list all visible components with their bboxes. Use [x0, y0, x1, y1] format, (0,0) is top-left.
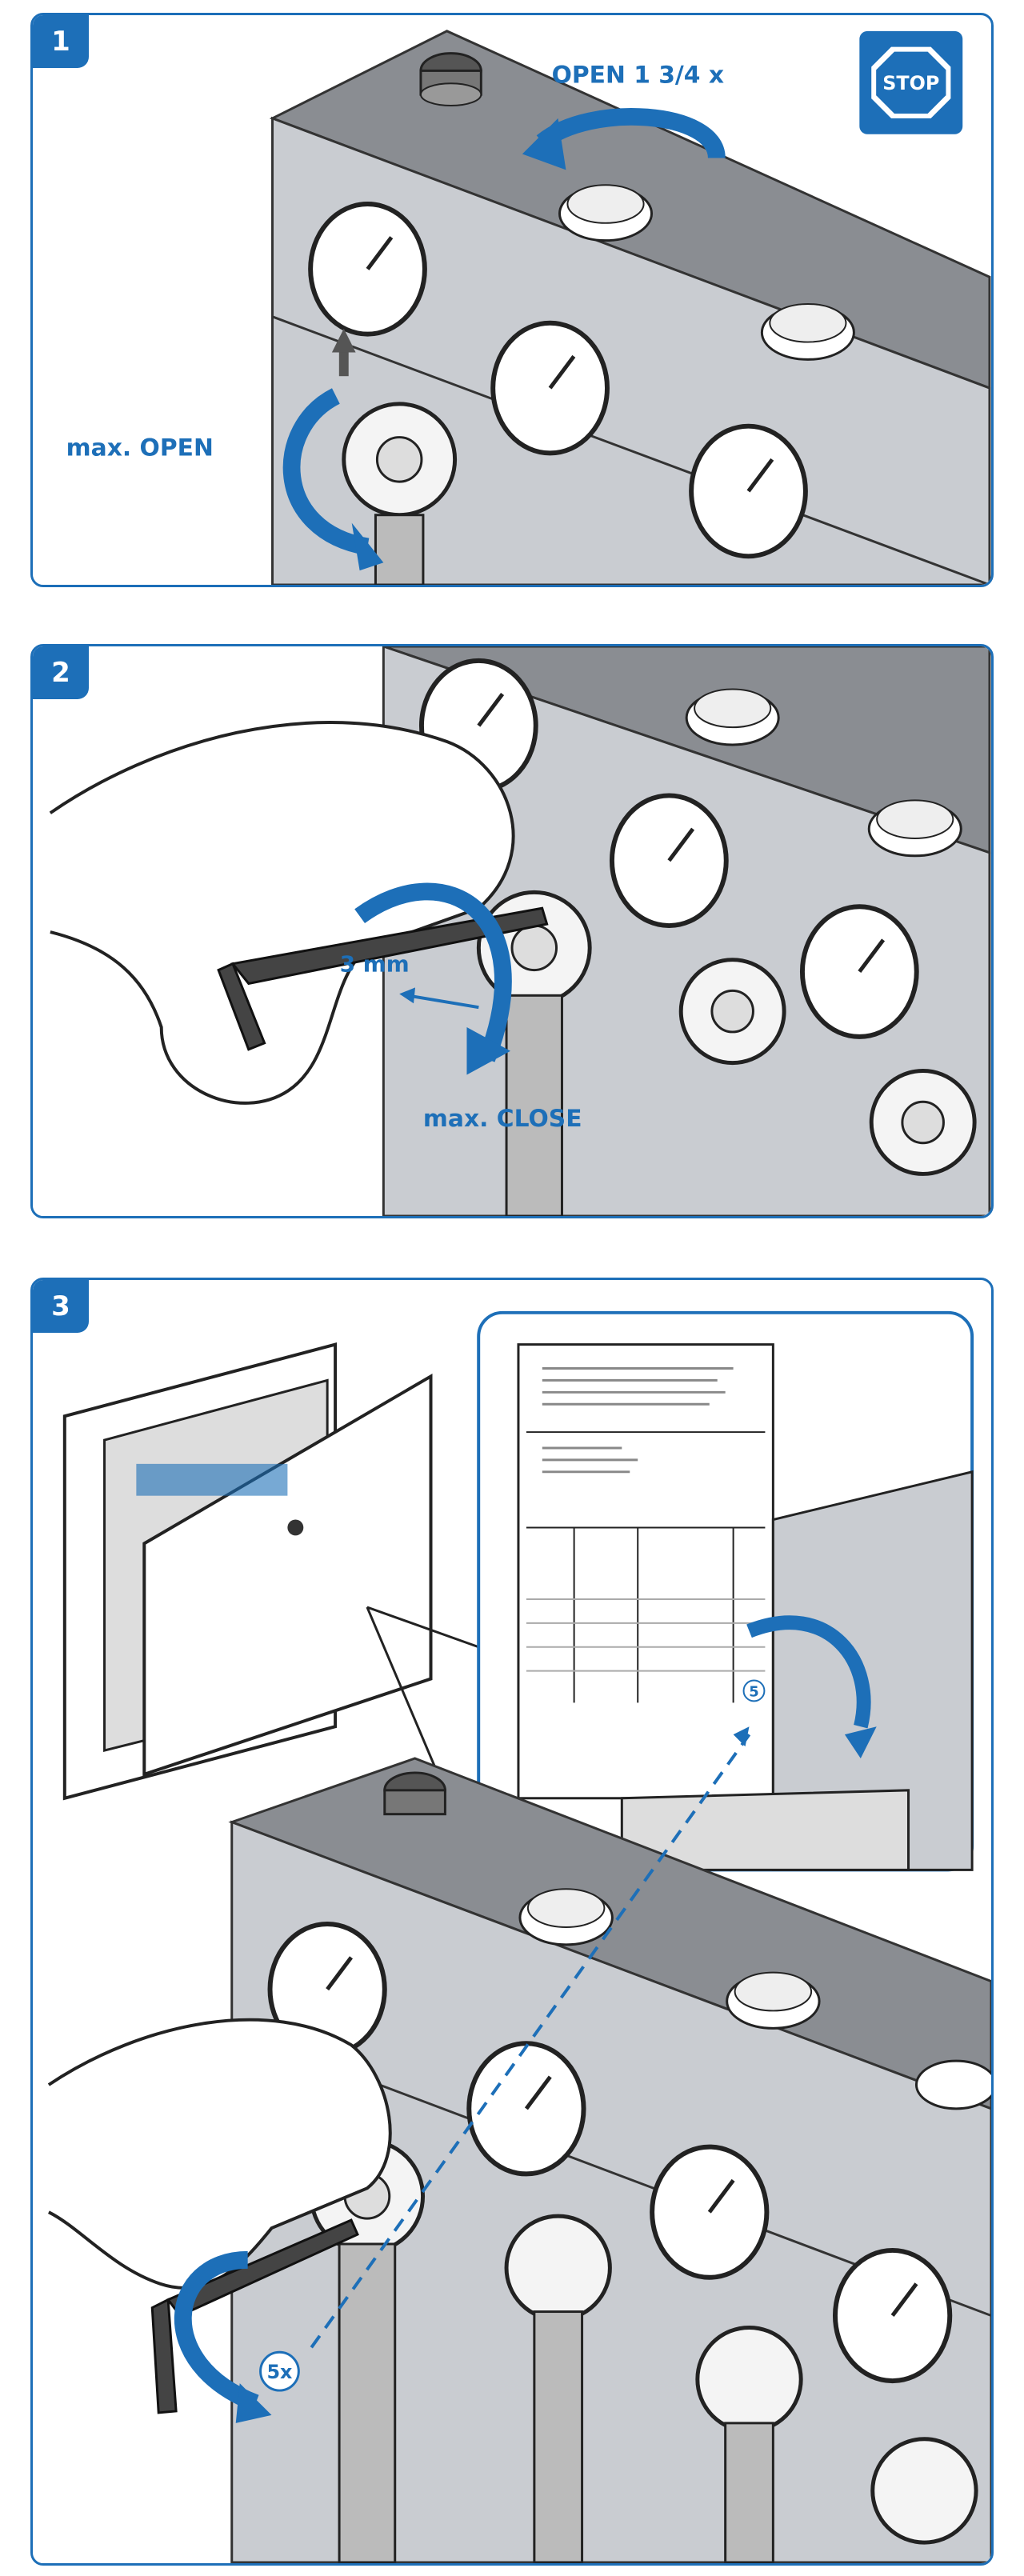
- step-number-badge: 1: [33, 15, 89, 68]
- rotate-arrow-icon: [522, 108, 726, 170]
- hex-key-icon: [217, 906, 549, 1051]
- reference-line: [310, 1734, 751, 2349]
- rotate-arrow-icon: [746, 1615, 877, 1759]
- valve-cap-icon: [726, 1971, 821, 2030]
- setting-value-label: 5x: [266, 2361, 293, 2383]
- max-open-label: max. OPEN: [66, 434, 214, 462]
- handwheel-icon: [309, 2138, 426, 2563]
- step-2-panel: 2: [30, 644, 994, 1218]
- step-1-panel: 1: [30, 13, 994, 587]
- setting-marker: 5x: [259, 2350, 300, 2392]
- handwheel-icon: [870, 2437, 978, 2545]
- step-1-illustration: STOP OPEN 1 3/4 x max. OPEN: [66, 30, 991, 585]
- step-2-illustration: 3 mm max. CLOSE: [49, 646, 991, 1216]
- stop-sign-icon: STOP: [859, 30, 963, 134]
- gauge-icon: [466, 2041, 586, 2177]
- gauge-icon: [609, 793, 729, 929]
- valve-cap-icon: [914, 2059, 991, 2110]
- gauge-icon: [490, 320, 610, 456]
- valve-cap-icon: [558, 184, 654, 242]
- step-3-panel: 3: [30, 1278, 994, 2566]
- handwheel-icon: [342, 402, 458, 585]
- max-close-label: max. CLOSE: [423, 1105, 582, 1133]
- tool-size-label: 3 mm: [340, 951, 410, 978]
- sheet-setting-marker: 5: [749, 1683, 758, 1700]
- gauge-icon: [650, 2144, 770, 2280]
- instruction-sheet: 5: [517, 1343, 774, 1800]
- hand-outline: [47, 2018, 392, 2290]
- valve-cap-icon: [867, 799, 962, 858]
- gauge-icon: [308, 202, 427, 337]
- step-number-badge: 3: [33, 1280, 89, 1333]
- step-3-illustration: 5: [47, 1310, 991, 2563]
- gauge-icon: [799, 904, 919, 1039]
- manifold-cabinet: [62, 1342, 433, 1801]
- hand-outline: [49, 721, 515, 1105]
- handwheel-icon: [695, 2325, 803, 2563]
- handwheel-icon: [869, 1069, 977, 1176]
- step-number-badge: 2: [33, 646, 89, 699]
- handwheel-icon: [504, 2214, 612, 2563]
- valve-cap-icon: [760, 302, 855, 361]
- vent-cap-icon: [419, 52, 482, 107]
- handwheel-icon: [678, 958, 786, 1066]
- rotate-arrow-icon: [354, 882, 512, 1075]
- gauge-icon: [689, 423, 808, 559]
- gauge-icon: [832, 2247, 953, 2384]
- valve-cap-icon: [518, 1888, 614, 1946]
- valve-cap-icon: [685, 688, 780, 746]
- cabinet-door: [142, 1373, 433, 1777]
- open-turns-label: OPEN 1 3/4 x: [552, 61, 724, 89]
- stop-sign-label: STOP: [882, 72, 939, 94]
- vent-cap-icon: [383, 1771, 446, 1816]
- hex-key-icon: [150, 2218, 359, 2414]
- rotate-arrow-icon: [282, 388, 384, 571]
- rotate-arrow-icon: [174, 2250, 272, 2423]
